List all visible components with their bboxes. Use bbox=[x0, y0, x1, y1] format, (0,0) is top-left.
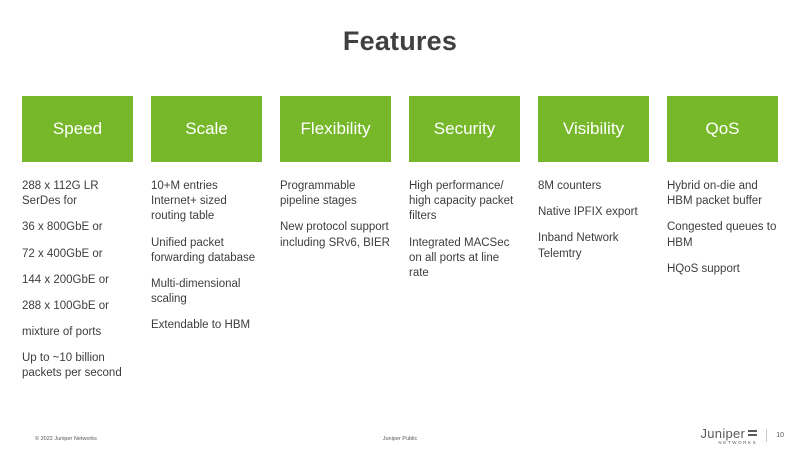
feature-item: Congested queues to HBM bbox=[667, 221, 777, 249]
column-body-flexibility: Programmable pipeline stages New protoco… bbox=[280, 179, 391, 251]
classification-text: Juniper Public bbox=[382, 436, 418, 442]
juniper-logo-subtext: NETWORKS bbox=[718, 439, 758, 445]
feature-item: 36 x 800GbE or bbox=[22, 221, 103, 234]
feature-item: 144 x 200GbE or bbox=[22, 273, 109, 286]
feature-item: Unified packet forwarding database bbox=[151, 236, 256, 264]
feature-item: 8M counters bbox=[538, 180, 602, 192]
feature-item: Native IPFIX export bbox=[538, 206, 638, 219]
footer-divider bbox=[766, 429, 768, 443]
column-body-security: High performance/ high capacity packet f… bbox=[409, 179, 520, 281]
feature-item: High performance/ high capacity packet f… bbox=[409, 180, 514, 223]
feature-item: Hybrid on-die and HBM packet buffer bbox=[667, 180, 763, 208]
feature-item: 288 x 112G LR SerDes for bbox=[22, 180, 99, 208]
column-body-scale: 10+M entries Internet+ sized routing tab… bbox=[151, 179, 262, 333]
column-header-qos: QoS bbox=[667, 96, 778, 162]
feature-item: 72 x 400GbE or bbox=[22, 247, 103, 260]
feature-item: Extendable to HBM bbox=[151, 319, 251, 332]
juniper-logo: Juniper NETWORKS bbox=[700, 425, 758, 446]
column-visibility: Visibility 8M counters Native IPFIX expo… bbox=[538, 96, 649, 393]
column-header-speed: Speed bbox=[22, 96, 133, 162]
feature-item: Up to ~10 billion packets per second bbox=[22, 352, 122, 380]
feature-item: 288 x 100GbE or bbox=[22, 299, 109, 312]
feature-columns: Speed 288 x 112G LR SerDes for 36 x 800G… bbox=[22, 96, 778, 393]
juniper-logo-mark-icon bbox=[748, 430, 758, 436]
copyright-text: © 2022 Juniper Networks bbox=[35, 436, 97, 442]
feature-item: Multi-dimensional scaling bbox=[151, 277, 241, 306]
feature-item: mixture of ports bbox=[22, 326, 102, 339]
column-body-visibility: 8M counters Native IPFIX export Inband N… bbox=[538, 179, 649, 262]
juniper-logo-row: Juniper bbox=[700, 425, 758, 441]
column-header-security: Security bbox=[409, 96, 520, 162]
slide-footer: © 2022 Juniper Networks Juniper Public J… bbox=[0, 422, 800, 450]
column-security: Security High performance/ high capacity… bbox=[409, 96, 520, 393]
column-scale: Scale 10+M entries Internet+ sized routi… bbox=[151, 96, 262, 393]
footer-logo-area: Juniper NETWORKS 10 bbox=[700, 427, 784, 446]
column-speed: Speed 288 x 112G LR SerDes for 36 x 800G… bbox=[22, 96, 133, 393]
column-header-flexibility: Flexibility bbox=[280, 96, 391, 162]
page-title: Features bbox=[342, 26, 458, 56]
page-number: 10 bbox=[776, 432, 784, 440]
column-body-speed: 288 x 112G LR SerDes for 36 x 800GbE or … bbox=[22, 179, 133, 382]
column-flexibility: Flexibility Programmable pipeline stages… bbox=[280, 96, 391, 393]
feature-item: Integrated MACSec on all ports at line r… bbox=[409, 236, 510, 279]
feature-item: Programmable pipeline stages bbox=[280, 180, 357, 208]
juniper-logo-wordmark: Juniper bbox=[700, 425, 746, 441]
feature-item: 10+M entries Internet+ sized routing tab… bbox=[151, 180, 227, 223]
column-header-visibility: Visibility bbox=[538, 96, 649, 162]
column-body-qos: Hybrid on-die and HBM packet buffer Cong… bbox=[667, 179, 778, 277]
column-header-scale: Scale bbox=[151, 96, 262, 162]
column-qos: QoS Hybrid on-die and HBM packet buffer … bbox=[667, 96, 778, 393]
feature-item: Inband Network Telemtry bbox=[538, 232, 619, 260]
feature-item: New protocol support including SRv6, BIE… bbox=[280, 221, 390, 249]
feature-item: HQoS support bbox=[667, 262, 740, 275]
